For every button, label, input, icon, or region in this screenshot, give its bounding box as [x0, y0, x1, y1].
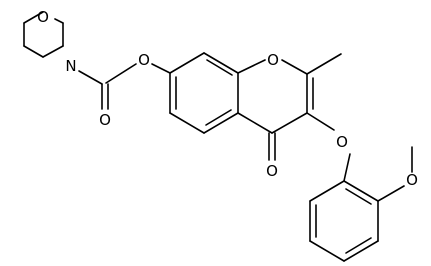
bond	[203, 52, 239, 74]
bond	[169, 52, 205, 74]
bond	[78, 70, 103, 85]
bond	[309, 240, 345, 262]
methoxyphenyl-ring	[309, 146, 413, 262]
bond	[237, 112, 273, 134]
bond	[281, 59, 308, 75]
bond	[23, 45, 44, 58]
bond	[309, 180, 345, 202]
chromone-ring-oxygen-label: O	[267, 51, 279, 69]
bond	[345, 237, 372, 254]
pyranone-ring	[237, 53, 351, 182]
bond	[345, 188, 372, 205]
bond	[306, 112, 335, 131]
bond	[343, 180, 379, 202]
bond	[377, 185, 405, 202]
chromone-carbonyl-oxygen-label: O	[266, 162, 278, 180]
benzo-ring	[169, 52, 239, 134]
bond	[203, 112, 239, 134]
aryl-ether-oxygen-label: O	[336, 133, 348, 151]
bond	[206, 59, 233, 76]
bond	[306, 53, 342, 75]
bond	[54, 18, 64, 24]
bond	[151, 63, 171, 74]
bond	[271, 112, 308, 134]
bond	[23, 11, 44, 24]
carbamate-ester-oxygen-label: O	[138, 51, 150, 69]
bond	[42, 45, 64, 58]
morpholine-ring	[23, 11, 64, 58]
bond	[205, 109, 232, 126]
bond	[343, 153, 351, 182]
carbamate-carbonyl-oxygen-label: O	[99, 111, 111, 129]
bond	[237, 59, 266, 74]
methoxy-oxygen-label: O	[406, 171, 418, 189]
bond	[343, 240, 379, 262]
carbamate-group	[78, 63, 171, 110]
morpholine-nitrogen-label: N	[65, 57, 76, 75]
morpholine-oxygen-label: O	[37, 8, 49, 26]
bond	[105, 63, 137, 84]
bond	[169, 112, 205, 134]
